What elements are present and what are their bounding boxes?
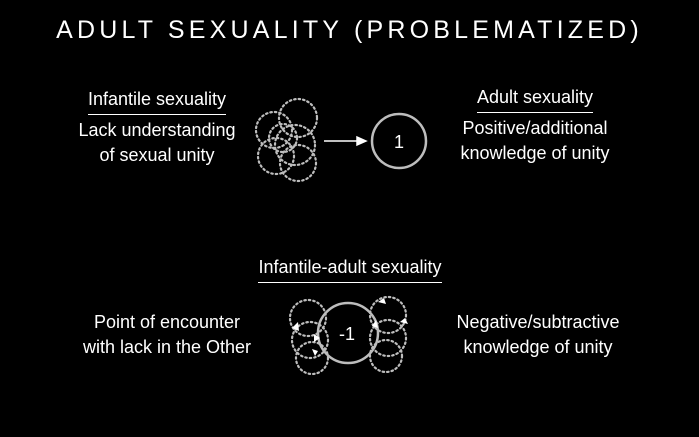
unity-circle — [370, 112, 428, 170]
dotted-circle — [368, 318, 408, 358]
unity-label: 1 — [394, 132, 404, 152]
infantile-sexuality-heading: Infantile sexuality — [87, 87, 227, 115]
dotted-circle — [294, 340, 330, 376]
dotted-circle — [267, 122, 299, 154]
dotted-circle — [290, 320, 330, 360]
arrowhead-icon — [378, 298, 386, 304]
negative-knowledge-block: Negative/subtractive knowledge of unity — [428, 310, 648, 360]
encounter-line-2: with lack in the Other — [82, 337, 252, 357]
adult-sexuality-block: Adult sexuality Positive/additional know… — [430, 85, 640, 166]
negative-knowledge-line-1: Negative/subtractive — [456, 312, 620, 332]
arrowhead-icon — [292, 322, 299, 331]
arrow-to-unity — [324, 135, 368, 147]
infantile-sexuality-line-1: Lack understanding — [78, 120, 236, 140]
right-dotted-circle-cluster — [368, 295, 408, 374]
dotted-circle — [256, 136, 296, 176]
dotted-circle — [277, 97, 319, 139]
encounter-line-1: Point of encounter — [93, 312, 241, 332]
direction-arrowheads — [292, 298, 408, 356]
arrowhead-icon — [312, 349, 318, 356]
dotted-circle — [273, 123, 317, 167]
dotted-circle — [288, 298, 328, 338]
dotted-circle — [368, 295, 408, 335]
infantile-dotted-circle-cluster — [254, 97, 319, 183]
arrowhead-icon — [372, 320, 378, 328]
infantile-sexuality-block: Infantile sexuality Lack understanding o… — [57, 87, 257, 168]
arrowhead-icon — [314, 334, 320, 342]
dotted-circle — [278, 143, 318, 183]
left-dotted-circle-cluster — [288, 298, 330, 376]
adult-sexuality-line-2: knowledge of unity — [460, 143, 610, 163]
unity-circle-group: 1 — [370, 112, 428, 170]
infantile-sexuality-line-2: of sexual unity — [99, 145, 215, 165]
encounter-text-block: Point of encounter with lack in the Othe… — [57, 310, 277, 360]
minus-one-label: -1 — [339, 324, 355, 344]
infantile-adult-heading-block: Infantile-adult sexuality — [220, 255, 480, 283]
infantile-adult-sexuality-heading: Infantile-adult sexuality — [258, 255, 442, 283]
slide-title: ADULT SEXUALITY (PROBLEMATIZED) — [56, 16, 643, 44]
arrowhead-icon — [400, 318, 408, 324]
adult-sexuality-heading: Adult sexuality — [476, 85, 594, 113]
negative-knowledge-line-2: knowledge of unity — [463, 337, 613, 357]
adult-sexuality-line-1: Positive/additional — [462, 118, 608, 138]
dotted-circle — [368, 338, 404, 374]
